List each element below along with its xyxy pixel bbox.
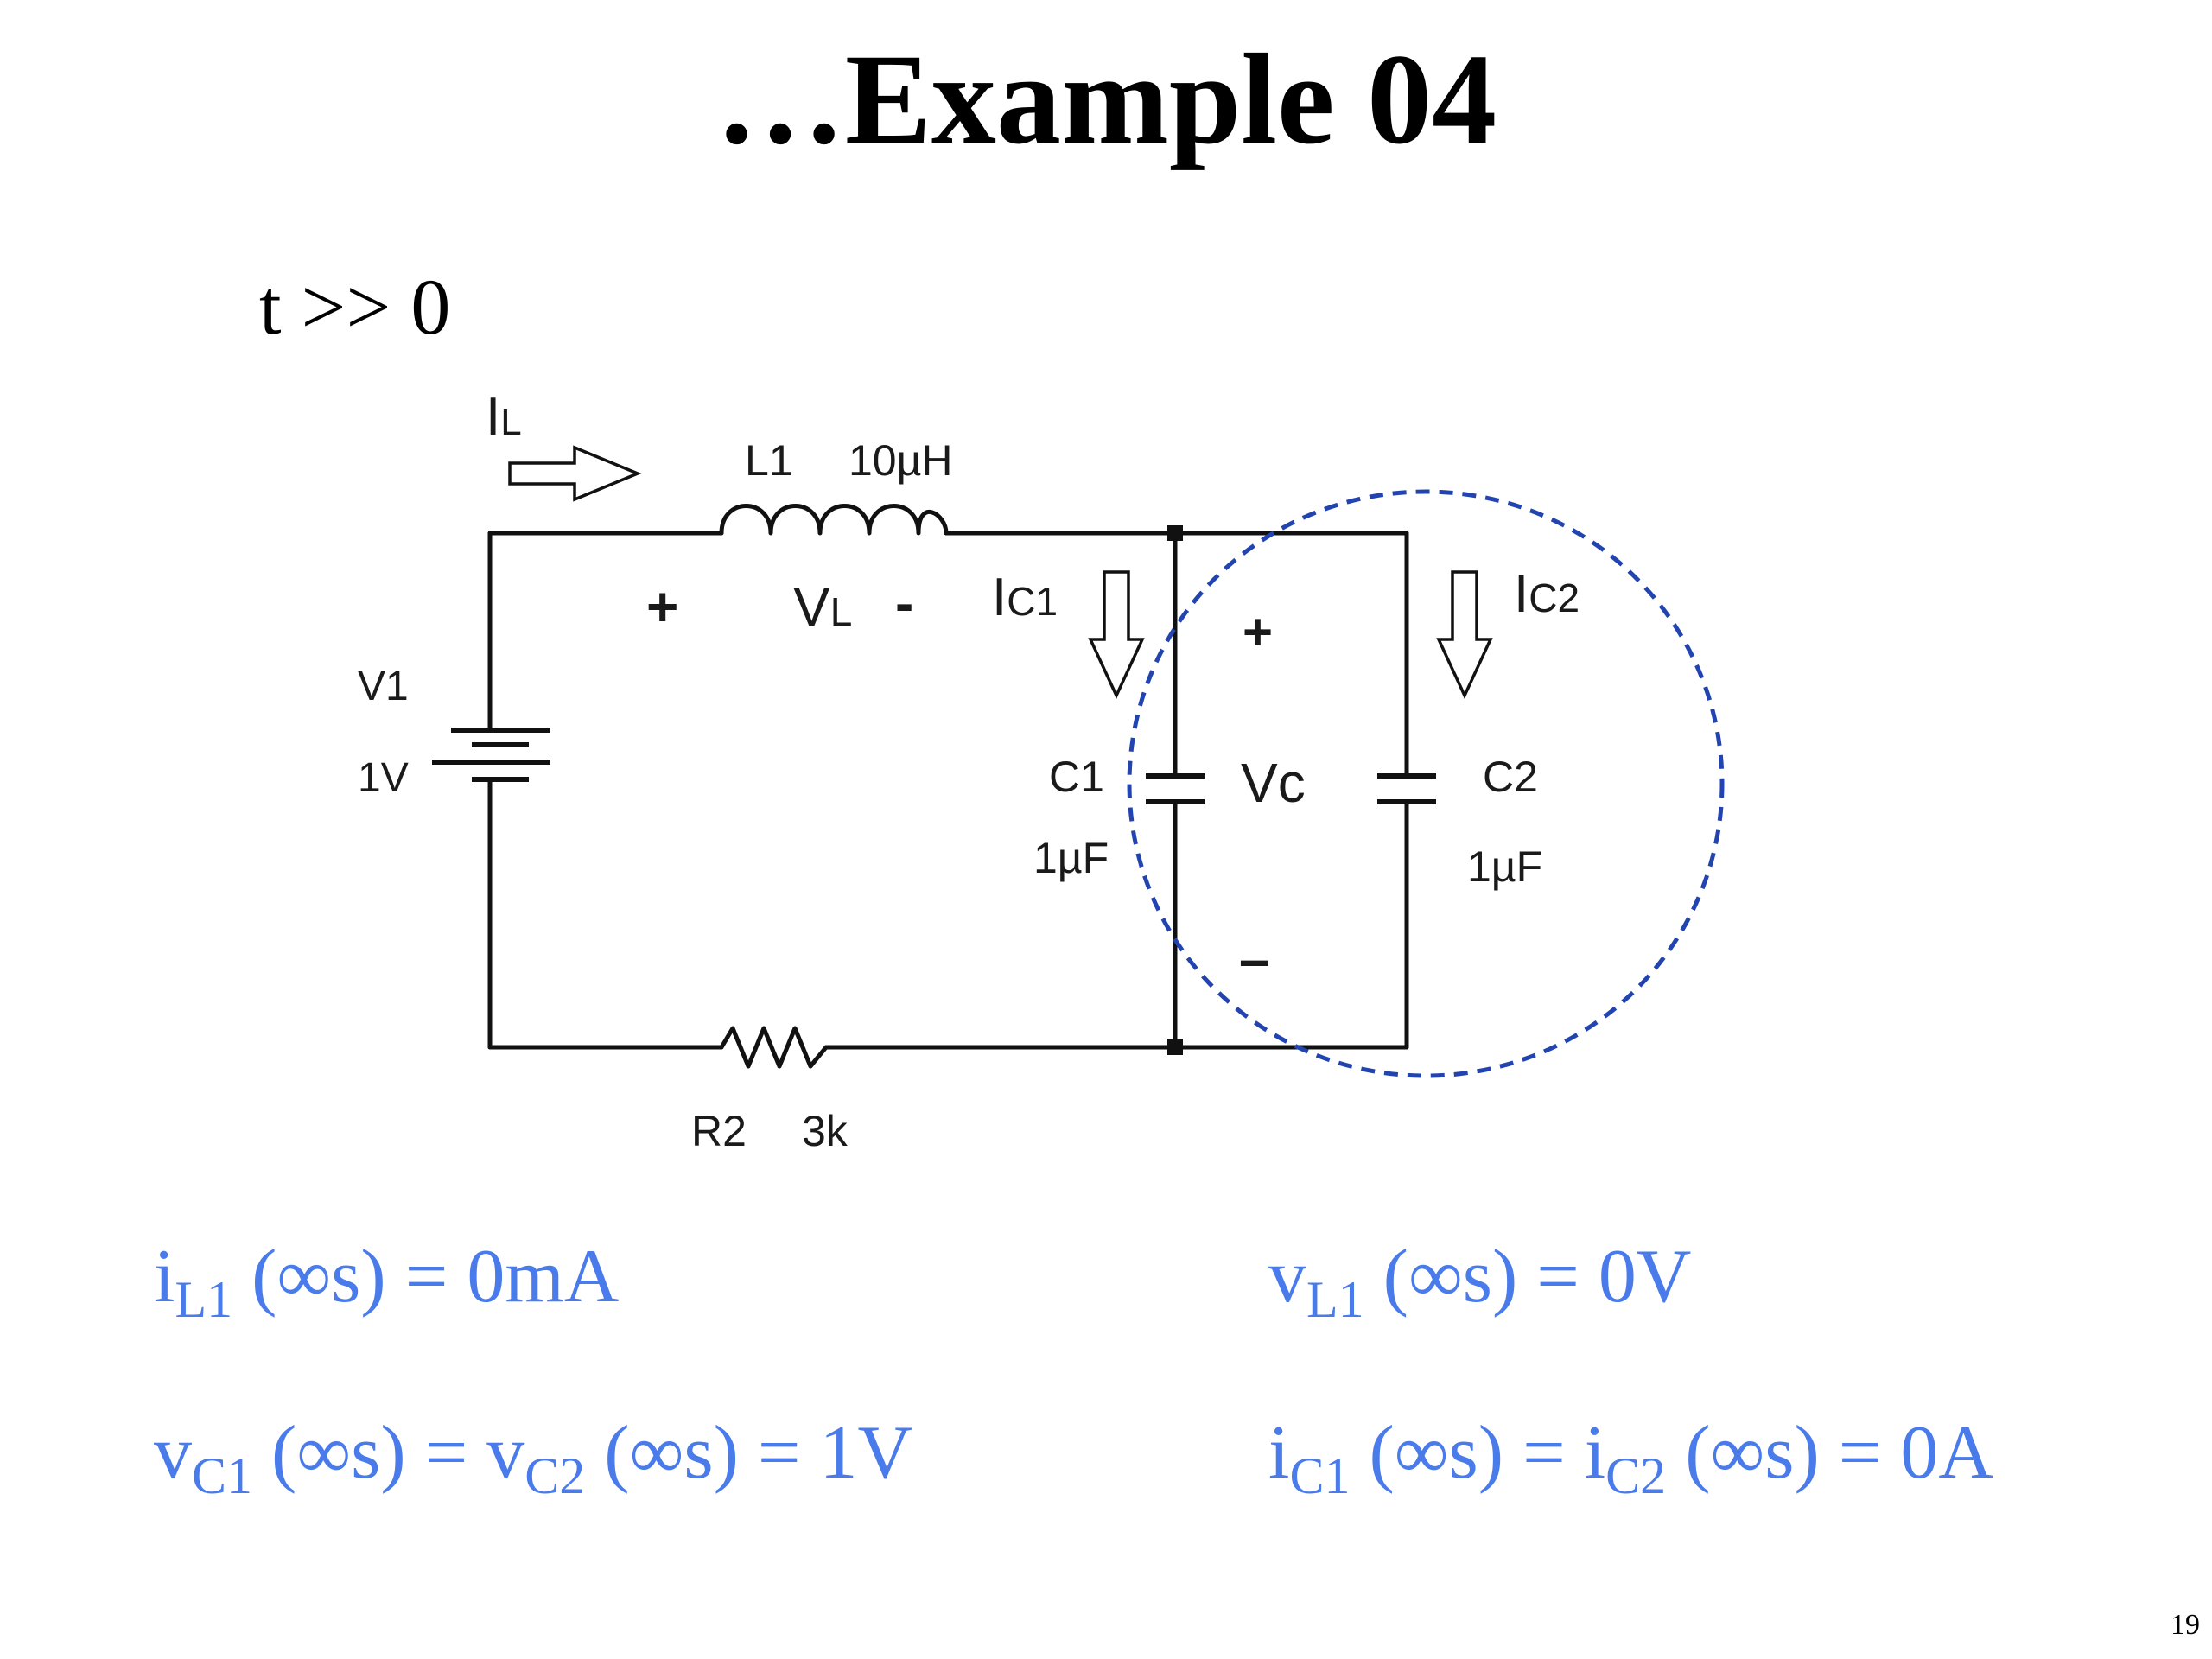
c1-name: C1 <box>1049 753 1104 801</box>
time-condition: t >> 0 <box>259 263 451 351</box>
ic1-label: IC1 <box>992 568 1058 627</box>
junction-top <box>1167 525 1183 541</box>
inductor-l1-symbol <box>719 504 949 536</box>
inductor-plus-sign: + <box>646 575 678 638</box>
inductor-value: 10µH <box>849 436 953 485</box>
c2-value: 1µF <box>1467 842 1542 891</box>
source-value: 1V <box>358 755 409 801</box>
cap-plus-sign: + <box>1243 603 1273 661</box>
slide-title: …Example 04 <box>715 28 1497 171</box>
capacitor-group-ellipse <box>1127 489 1725 1078</box>
ic2-arrow-icon <box>1436 570 1493 700</box>
vc-label: Vc <box>1241 752 1306 814</box>
source-name: V1 <box>358 664 409 709</box>
resistor-name: R2 <box>691 1107 747 1155</box>
resistor-r2-symbol <box>719 1026 829 1069</box>
vl-label: VL <box>793 575 852 638</box>
c2-name: C2 <box>1483 753 1538 801</box>
il-arrow-icon <box>508 445 642 502</box>
junction-bottom <box>1167 1039 1183 1055</box>
resistor-value: 3k <box>802 1107 849 1155</box>
page-number: 19 <box>2171 1609 2200 1641</box>
inductor-name: L1 <box>745 436 793 485</box>
il-label: IL <box>486 387 522 447</box>
result-vc: vC1 (∞s) = vC2 (∞s) = 1V <box>154 1411 913 1504</box>
result-il1: iL1 (∞s) = 0mA <box>154 1235 620 1328</box>
ic2-label: IC2 <box>1514 564 1580 624</box>
inductor-minus-sign: - <box>895 572 913 634</box>
ic1-arrow-icon <box>1088 570 1145 700</box>
c1-value: 1µF <box>1033 834 1109 882</box>
result-vl1: vL1 (∞s) = 0V <box>1268 1235 1692 1328</box>
result-ic: iC1 (∞s) = iC2 (∞s) = 0A <box>1268 1411 1993 1504</box>
cap-minus-sign: – <box>1239 928 1270 990</box>
